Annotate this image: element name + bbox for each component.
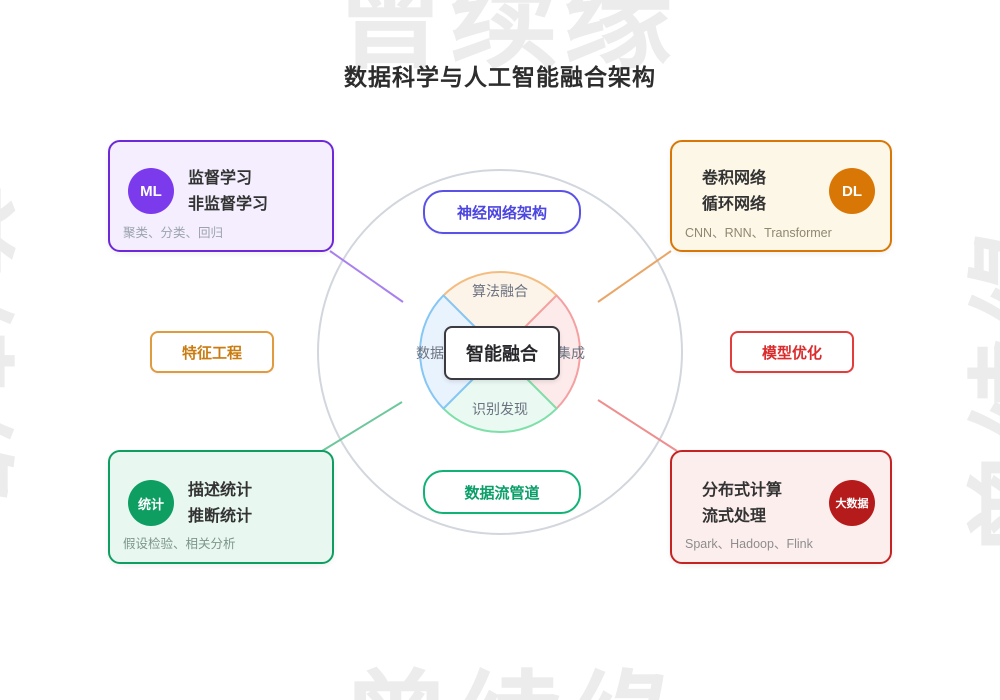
dl-card-subtext: CNN、RNN、Transformer — [685, 226, 832, 240]
tag-model-optimization: 模型优化 — [730, 331, 854, 373]
stats-card-titles: 描述统计 推断统计 — [188, 478, 252, 530]
ml-card-subtext: 聚类、分类、回归 — [123, 226, 224, 240]
tag-feature-engineering: 特征工程 — [150, 331, 274, 373]
dl-title-line2: 循环网络 — [702, 196, 767, 213]
bigdata-title-line1: 分布式计算 — [702, 482, 783, 499]
outer-ring — [317, 169, 683, 535]
center-node: 智能融合 — [444, 326, 560, 380]
connector-bigdata — [597, 399, 678, 452]
ml-badge: ML — [128, 168, 174, 214]
sector-label-data: 数据 — [416, 345, 444, 361]
connector-ml — [329, 250, 404, 303]
dl-badge: DL — [829, 168, 875, 214]
dl-card-titles: 卷积网络 循环网络 — [702, 166, 766, 218]
bigdata-card-titles: 分布式计算 流式处理 — [702, 478, 782, 530]
bigdata-card-subtext: Spark、Hadoop、Flink — [685, 537, 813, 551]
tag-neural-network-architecture: 神经网络架构 — [423, 190, 581, 234]
sector-label-algorithm-fusion: 算法融合 — [472, 283, 528, 299]
stats-card-subtext: 假设检验、相关分析 — [123, 537, 236, 551]
ml-card-titles: 监督学习 非监督学习 — [188, 166, 268, 218]
tag-data-pipeline: 数据流管道 — [423, 470, 581, 514]
card-big-data: 分布式计算 流式处理 大数据 Spark、Hadoop、Flink — [670, 450, 892, 564]
connector-dl — [597, 250, 672, 303]
page-title: 数据科学与人工智能融合架构 — [344, 64, 656, 90]
stats-title-line1: 描述统计 — [188, 482, 253, 499]
ml-title-line1: 监督学习 — [188, 170, 253, 187]
connector-stats — [321, 401, 403, 452]
card-statistics: 统计 描述统计 推断统计 假设检验、相关分析 — [108, 450, 334, 564]
ml-title-line2: 非监督学习 — [188, 196, 269, 213]
sector-label-recognition: 识别发现 — [472, 401, 528, 417]
sector-label-integration: 集成 — [557, 345, 585, 361]
dl-title-line1: 卷积网络 — [702, 170, 767, 187]
stats-title-line2: 推断统计 — [188, 508, 253, 525]
bigdata-badge: 大数据 — [829, 480, 875, 526]
card-machine-learning: ML 监督学习 非监督学习 聚类、分类、回归 — [108, 140, 334, 252]
card-deep-learning: 卷积网络 循环网络 DL CNN、RNN、Transformer — [670, 140, 892, 252]
bigdata-title-line2: 流式处理 — [702, 508, 767, 525]
stats-badge: 统计 — [128, 480, 174, 526]
sector-bottom — [442, 351, 558, 433]
sector-top — [442, 271, 558, 353]
